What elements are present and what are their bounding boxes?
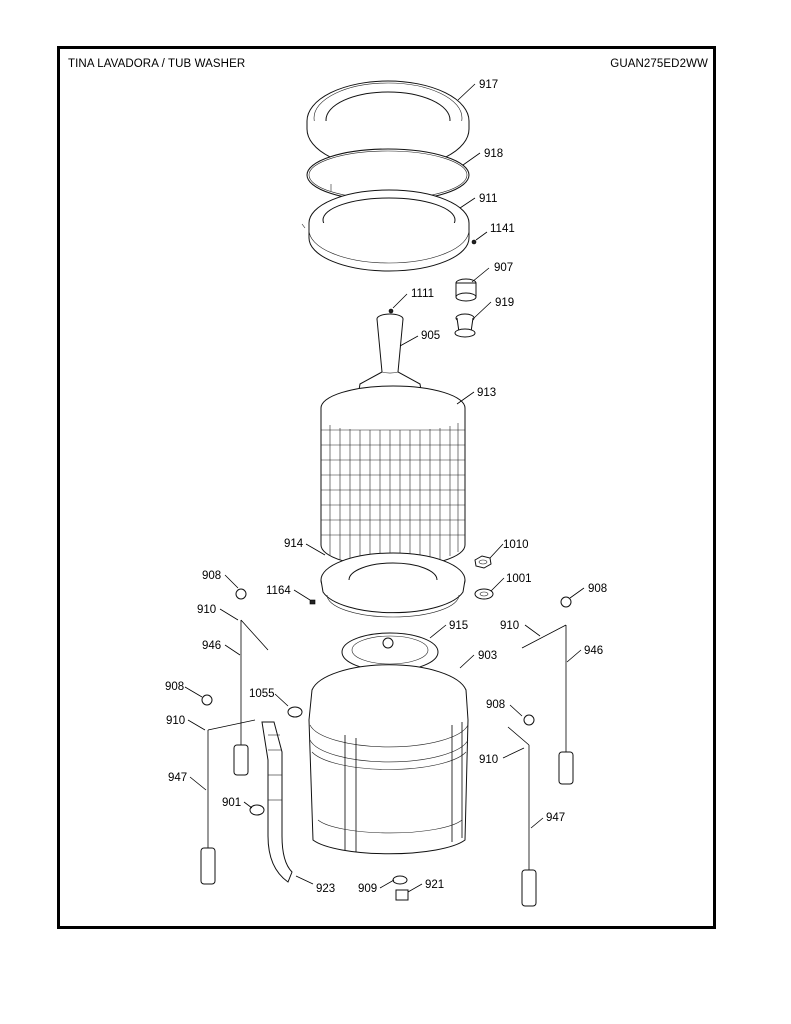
callout-914: 914 [284,538,304,550]
nut-icon [474,555,492,569]
callout-913: 913 [477,387,496,399]
callout-921: 921 [425,879,444,891]
diagram-frame [57,46,716,929]
callout-946-left: 946 [202,640,221,652]
diagram-title: TINA LAVADORA / TUB WASHER [68,58,246,70]
callout-908-lower-left: 908 [165,681,184,693]
callout-915: 915 [449,620,468,632]
suspension-rod-icon [200,588,269,885]
callout-903: 903 [478,650,497,662]
callout-918: 918 [484,148,503,160]
seal-icon [392,875,409,901]
callout-901: 901 [222,797,241,809]
outer-tub-icon [308,664,469,855]
balance-ring-icon [301,189,470,272]
clamp-icon [249,706,303,816]
callout-946-right: 946 [584,645,603,657]
suspension-rod-icon [507,596,574,907]
callout-910-lower-left: 910 [166,715,185,727]
pin-icon [309,599,316,605]
wash-basket-icon [320,385,466,568]
callout-909: 909 [358,883,377,895]
model-number: GUAN275ED2WW [610,58,708,70]
basket-hub-icon [320,552,466,618]
callout-910-upper-right: 910 [500,620,519,632]
coupling-icon [455,278,477,302]
callout-1010: 1010 [503,539,529,551]
callout-919: 919 [495,297,514,309]
callout-1141: 1141 [490,223,515,235]
screw-icon [471,239,477,245]
callout-908-lower-right: 908 [486,699,505,711]
callout-907: 907 [494,262,513,274]
callout-1055: 1055 [249,688,275,700]
callout-923: 923 [316,883,335,895]
callout-910-upper-left: 910 [197,604,216,616]
callout-947-left: 947 [168,772,187,784]
callout-905: 905 [421,330,440,342]
screw-icon [388,308,394,314]
callout-908-upper-right: 908 [588,583,607,595]
callout-1111: 1111 [411,288,434,300]
callout-1001: 1001 [506,573,532,585]
washer-icon [474,588,494,600]
callout-910-lower-right: 910 [479,754,498,766]
callout-917: 917 [479,79,498,91]
drain-hose-icon [261,721,293,883]
callout-911: 911 [479,193,497,205]
callout-908-upper-left: 908 [202,570,221,582]
callout-1164: 1164 [266,585,291,597]
callout-947-right: 947 [546,812,565,824]
cap-icon [454,313,476,338]
